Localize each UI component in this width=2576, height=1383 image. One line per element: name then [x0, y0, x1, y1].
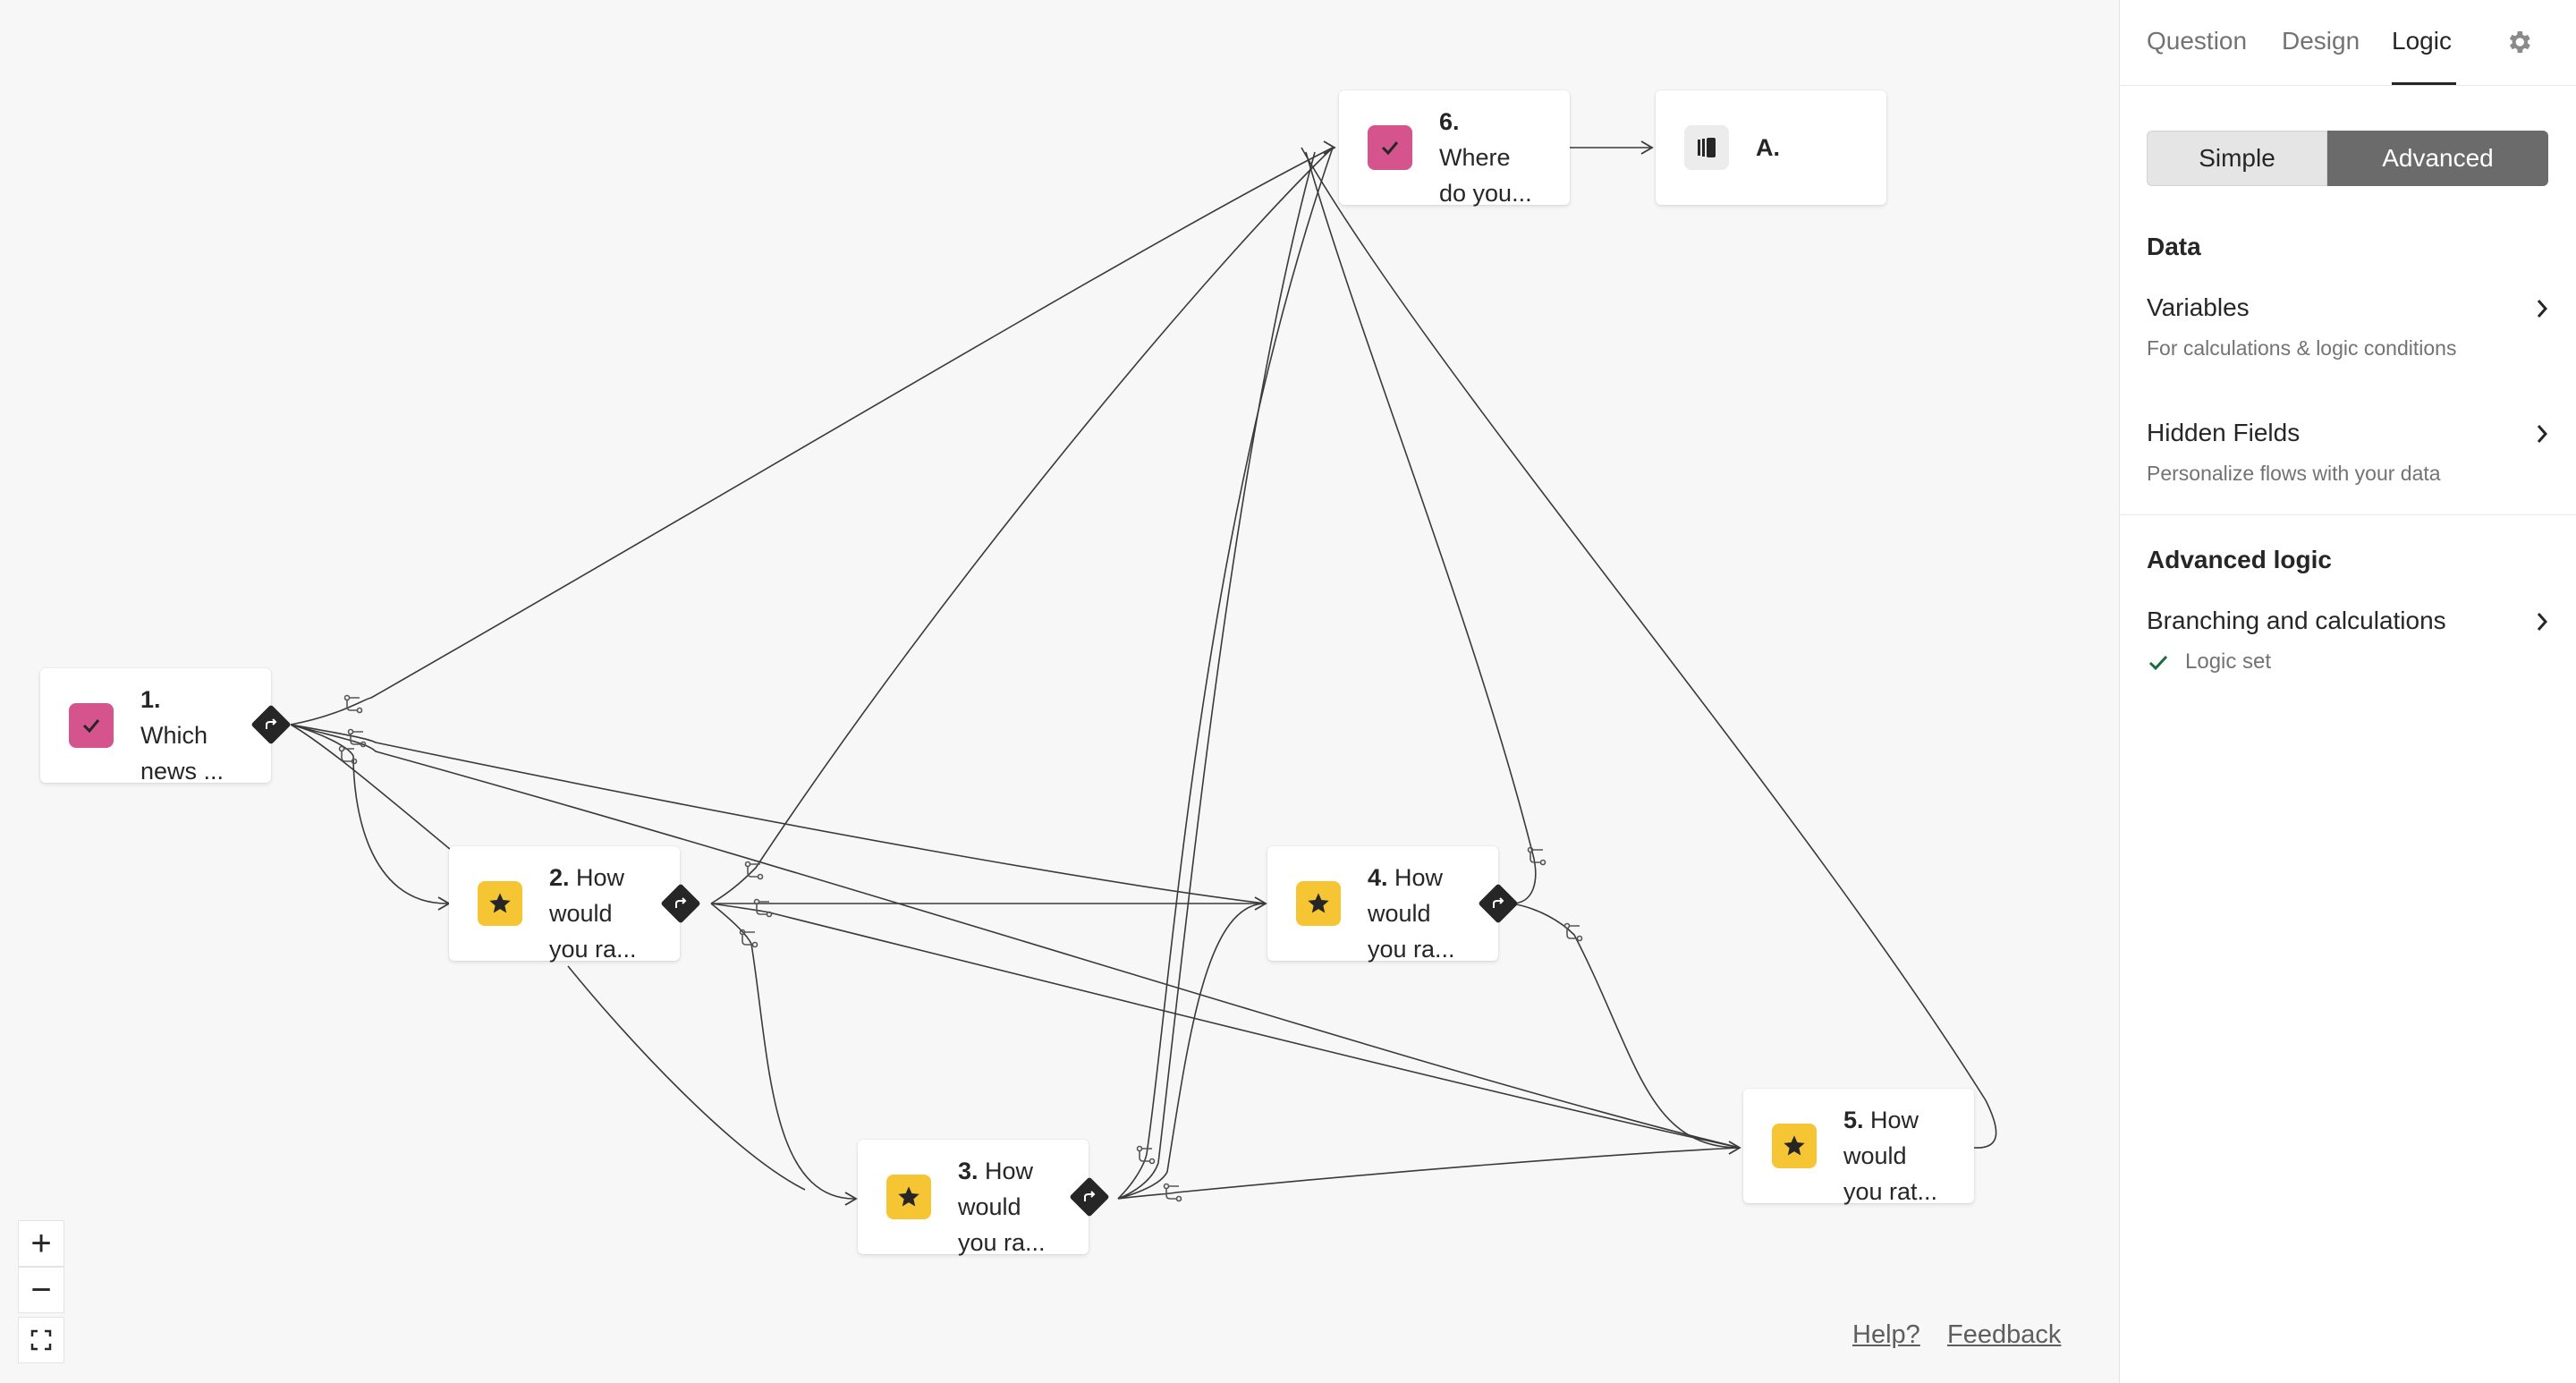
edge-q2-q5: [710, 903, 1741, 1149]
logic-jump-button[interactable]: [1069, 1176, 1110, 1218]
variables-description: For calculations & logic conditions: [2147, 336, 2457, 360]
tab-question[interactable]: Question: [2147, 27, 2248, 55]
branch-icon: [744, 861, 764, 880]
branch-icon: [739, 929, 758, 948]
branch-icon: [1136, 1145, 1156, 1165]
edge-q1-q2: [290, 724, 448, 904]
star-icon: [1772, 1124, 1817, 1168]
ending-screen-icon: [1684, 125, 1729, 170]
chevron-right-icon[interactable]: [2532, 420, 2552, 447]
arrowhead-q3: [844, 1192, 858, 1206]
tabbar-divider: [2119, 85, 2576, 86]
fit-screen-icon: [30, 1329, 52, 1351]
tab-logic[interactable]: Logic: [2392, 27, 2452, 55]
star-icon: [478, 881, 522, 926]
star-icon: [1296, 881, 1341, 926]
advanced-mode-button[interactable]: Advanced: [2327, 131, 2548, 186]
arrowhead-q4: [1254, 896, 1267, 911]
checkbox-icon: [69, 703, 114, 748]
question-text: 5. How would you rat...: [1843, 1107, 1938, 1205]
branch-icon: [338, 745, 358, 765]
logic-map-canvas[interactable]: 1. Which news ... 2. How would you ra...…: [0, 0, 2119, 1383]
question-text: 6. Where do you...: [1439, 108, 1532, 207]
arrowhead-end: [1640, 140, 1654, 155]
question-node-4[interactable]: 4. How would you ra...: [1267, 846, 1498, 963]
data-section-heading: Data: [2147, 233, 2201, 260]
edge-q1-q3: [290, 724, 457, 855]
question-node-6[interactable]: 6. Where do you...: [1339, 90, 1570, 207]
chevron-right-icon[interactable]: [2532, 295, 2552, 322]
edge-q4-q6: [1305, 151, 1537, 904]
branch-icon: [1563, 922, 1583, 942]
question-text: 2. How would you ra...: [549, 864, 637, 963]
question-text: 1. Which news ...: [140, 686, 225, 785]
logic-jump-button[interactable]: [250, 704, 292, 745]
hidden-fields-description: Personalize flows with your data: [2147, 462, 2441, 485]
simple-mode-button[interactable]: Simple: [2147, 131, 2327, 186]
active-tab-indicator: [2392, 82, 2456, 85]
zoom-in-button[interactable]: +: [18, 1220, 64, 1267]
ending-screen-node[interactable]: A.: [1656, 90, 1886, 205]
logic-set-status: Logic set: [2185, 649, 2272, 674]
star-icon: [886, 1175, 931, 1219]
logic-sidebar: [2119, 0, 2576, 1383]
question-node-1[interactable]: 1. Which news ...: [40, 668, 271, 785]
branch-icon: [347, 728, 367, 748]
feedback-link[interactable]: Feedback: [1947, 1320, 2062, 1349]
hidden-fields-item[interactable]: Hidden Fields: [2147, 419, 2301, 446]
arrowhead-q5: [1728, 1141, 1741, 1155]
edge-q4-q5: [1511, 903, 1741, 1149]
edge-q1-q4: [290, 724, 1267, 904]
section-divider: [2119, 514, 2576, 515]
question-node-2[interactable]: 2. How would you ra...: [449, 846, 680, 963]
edge-q2-q3b: [567, 965, 806, 1191]
checkbox-icon: [1368, 125, 1412, 170]
edge-q5-q6: [1301, 147, 1997, 1149]
logic-jump-button[interactable]: [1478, 883, 1519, 924]
fit-screen-button[interactable]: [18, 1317, 64, 1363]
tab-design[interactable]: Design: [2282, 27, 2360, 55]
question-text: 3. How would you ra...: [958, 1158, 1046, 1256]
zoom-out-button[interactable]: −: [18, 1267, 64, 1313]
edge-q3-q6b: [1117, 151, 1316, 1200]
ending-label: A.: [1756, 134, 1780, 161]
edge-q3-q4: [1117, 903, 1267, 1200]
branching-item[interactable]: Branching and calculations: [2147, 607, 2446, 634]
gear-icon[interactable]: [2504, 28, 2533, 56]
edge-q2-q3: [710, 903, 855, 1200]
check-icon: [2148, 655, 2168, 671]
question-text: 4. How would you ra...: [1368, 864, 1455, 963]
edge-q3-q6: [1117, 147, 1334, 1200]
branch-icon: [753, 898, 773, 918]
branch-icon: [343, 694, 363, 714]
advanced-logic-heading: Advanced logic: [2147, 546, 2332, 573]
arrowhead-q6: [1323, 140, 1336, 155]
question-node-5[interactable]: 5. How would you rat...: [1743, 1089, 1974, 1205]
branch-icon: [1527, 846, 1546, 866]
edge-q1-q6: [290, 147, 1334, 725]
branch-icon: [1163, 1183, 1182, 1202]
question-node-3[interactable]: 3. How would you ra...: [858, 1140, 1089, 1256]
variables-item[interactable]: Variables: [2147, 293, 2250, 321]
chevron-right-icon[interactable]: [2532, 608, 2552, 635]
edge-q3-q5: [1117, 1147, 1741, 1200]
help-link[interactable]: Help?: [1852, 1320, 1920, 1349]
logic-jump-button[interactable]: [660, 883, 701, 924]
